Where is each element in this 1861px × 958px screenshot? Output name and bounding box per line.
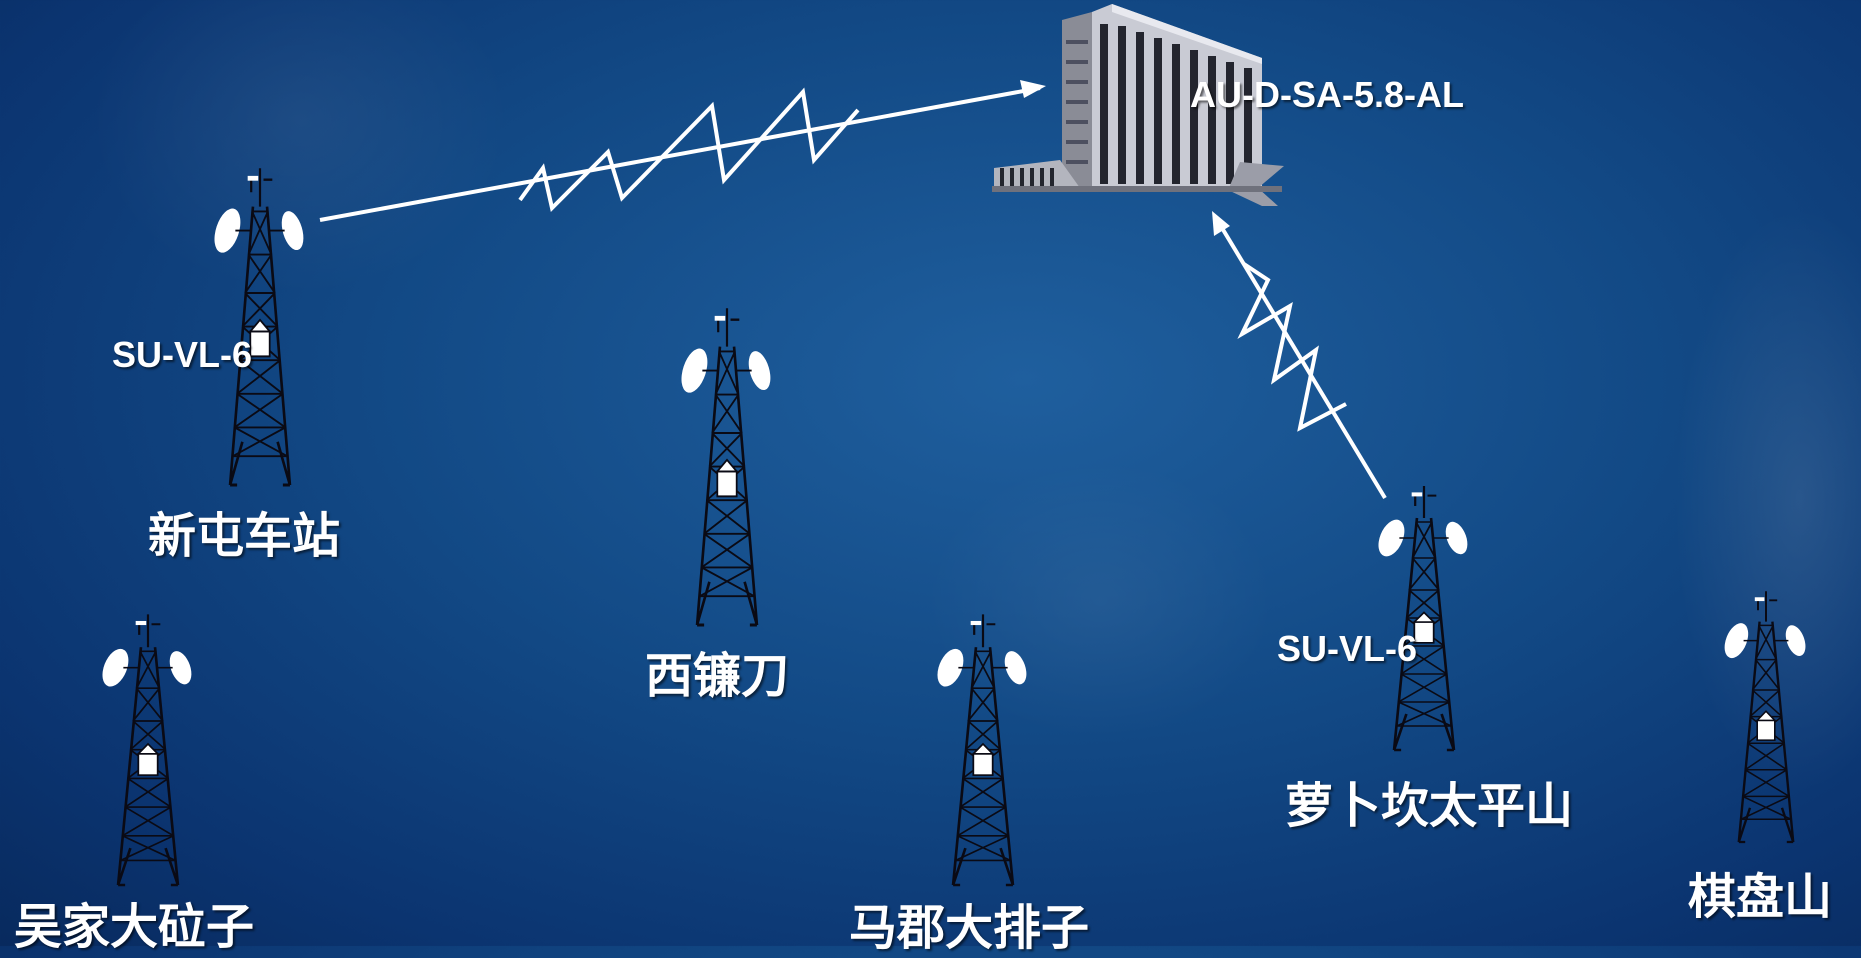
- site-label-wujia: 吴家大砬子: [14, 899, 255, 955]
- su-left-label: SU-VL-6: [112, 334, 253, 375]
- wireless-link-right: [1212, 211, 1387, 500]
- site-label-luobo: 萝卜坎太平山: [1285, 778, 1574, 834]
- tower-xintun-icon: [208, 166, 309, 487]
- base-station-label: AU-D-SA-5.8-AL: [1190, 74, 1464, 115]
- tower-qipan-icon: [1718, 590, 1811, 844]
- tower-majun-icon: [931, 613, 1032, 887]
- tower-xilian-icon: [675, 306, 776, 627]
- site-label-majun: 马郡大排子: [849, 900, 1090, 956]
- site-label-xintun: 新屯车站: [148, 508, 341, 564]
- wireless-link-left: [319, 80, 1046, 222]
- su-right-label: SU-VL-6: [1277, 628, 1418, 669]
- site-label-qipan: 棋盘山: [1688, 869, 1833, 925]
- tower-wujia-icon: [96, 613, 197, 887]
- site-label-xilian: 西镰刀: [645, 648, 790, 704]
- base-station-building-icon: [992, 4, 1284, 206]
- tower-luobo-icon: [1372, 484, 1473, 752]
